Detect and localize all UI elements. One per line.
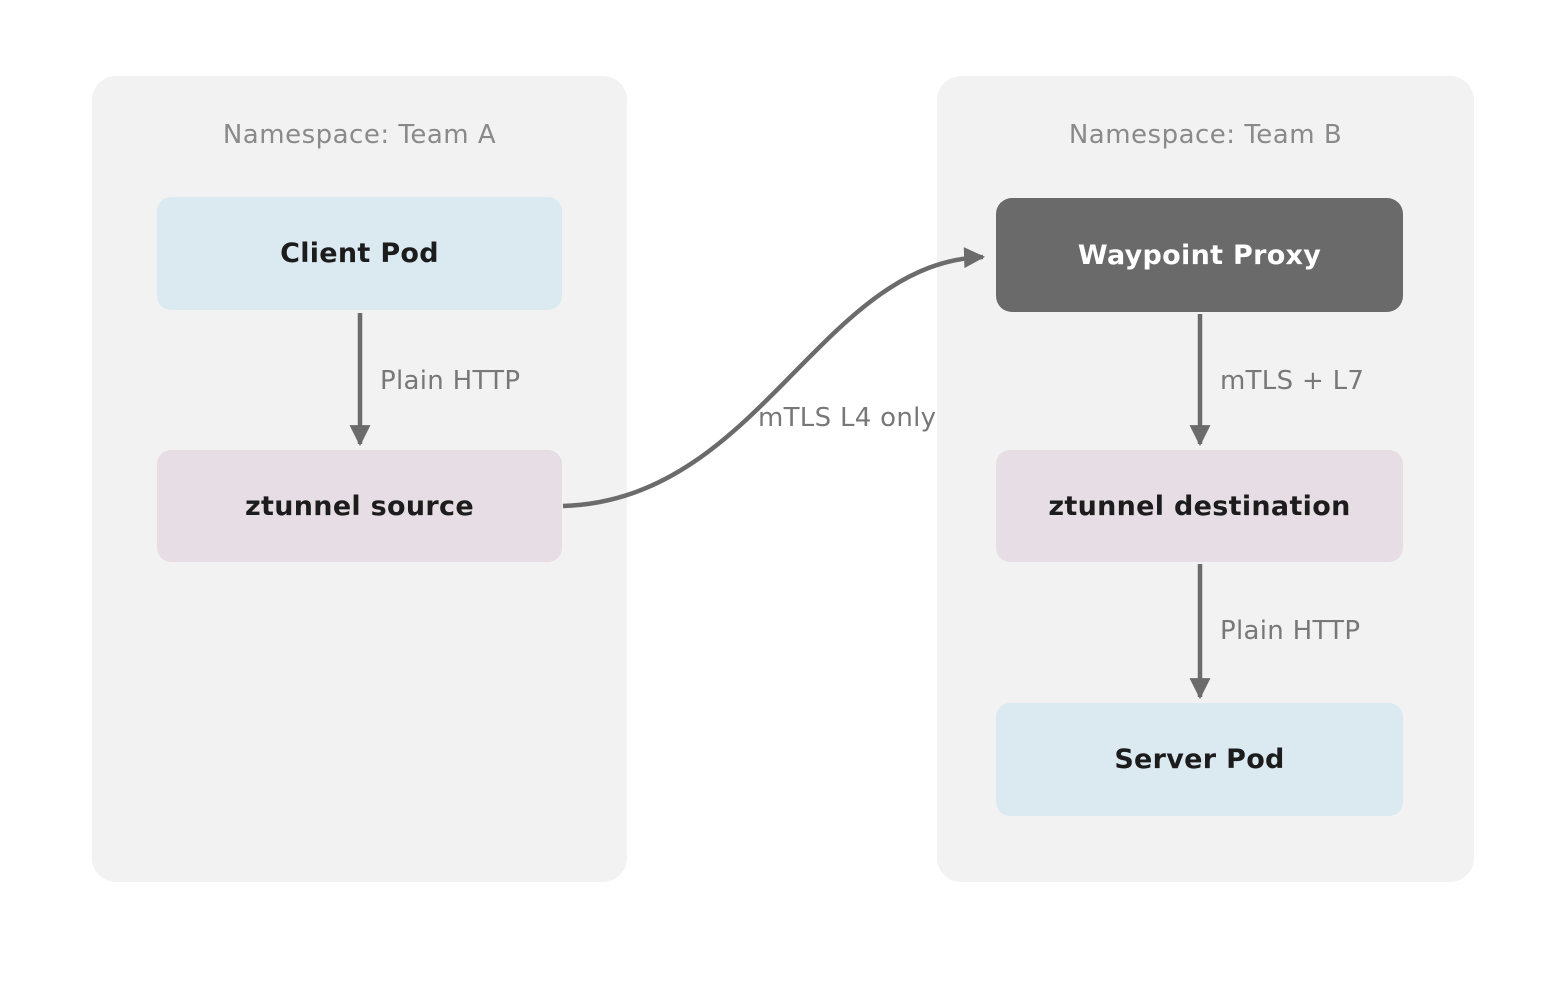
node-ztunnel-destination: ztunnel destination (996, 450, 1403, 562)
node-client-pod: Client Pod (157, 197, 562, 310)
node-waypoint-proxy-label: Waypoint Proxy (1077, 239, 1322, 271)
node-ztunnel-source-label: ztunnel source (245, 490, 474, 522)
edge-label-mtls-plus-l7: mTLS + L7 (1220, 366, 1365, 396)
edge-label-mtls-l4-only: mTLS L4 only (758, 403, 937, 433)
node-client-pod-label: Client Pod (280, 238, 439, 269)
node-server-pod-label: Server Pod (1114, 744, 1285, 775)
namespace-label-team-a: Namespace: Team A (222, 120, 497, 150)
namespace-label-team-b: Namespace: Team B (1068, 120, 1343, 150)
node-ztunnel-source: ztunnel source (157, 450, 562, 562)
node-waypoint-proxy: Waypoint Proxy (996, 198, 1403, 312)
node-ztunnel-destination-label: ztunnel destination (1048, 490, 1351, 522)
edge-label-plain-http-b: Plain HTTP (1220, 616, 1361, 646)
edge-label-plain-http-a: Plain HTTP (380, 366, 521, 396)
node-server-pod: Server Pod (996, 703, 1403, 816)
